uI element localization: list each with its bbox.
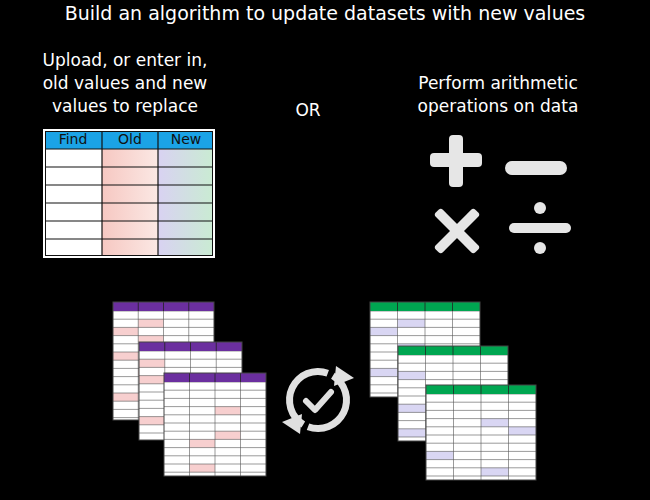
minus-symbol <box>505 161 567 175</box>
table-body <box>44 130 214 257</box>
column-line <box>157 130 158 257</box>
input-sheet <box>164 373 266 476</box>
table-header-cell: New <box>158 130 214 149</box>
row-line <box>44 220 214 221</box>
title: Build an algorithm to update datasets wi… <box>0 1 650 27</box>
column-line <box>101 130 102 257</box>
row-line <box>44 238 214 239</box>
table-border <box>44 130 214 257</box>
table-header-cell: Find <box>44 130 102 149</box>
table-inner-border <box>46 132 213 256</box>
output-sheet <box>426 385 536 480</box>
table-header-cell: Old <box>102 130 158 149</box>
times-symbol <box>417 191 496 270</box>
plus-symbol <box>449 135 463 187</box>
row-line <box>44 202 214 203</box>
row-line <box>44 166 214 167</box>
table-header <box>44 130 214 149</box>
instruction-text: Perform arithmetic operations on data <box>398 72 598 118</box>
divide-symbol <box>509 202 571 254</box>
arithmetic-symbols <box>417 135 571 271</box>
row-line <box>44 184 214 185</box>
row-line <box>44 148 214 149</box>
or-text: OR <box>283 99 333 122</box>
instruction-text: Upload, or enter in, old values and new … <box>30 49 220 118</box>
replace-table <box>44 130 214 257</box>
sync-icon <box>282 366 354 434</box>
